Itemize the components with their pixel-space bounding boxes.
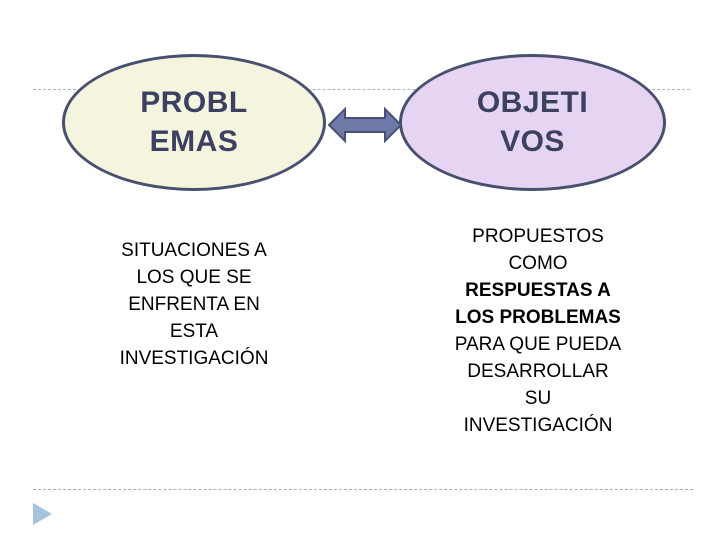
caption-line: INVESTIGACIÓN [119, 347, 269, 369]
caption-line: LOS QUE SE [136, 266, 252, 288]
caption-line: ENFRENTA EN [128, 293, 260, 315]
play-triangle-icon [33, 503, 52, 525]
caption-line: SU [524, 387, 552, 409]
node-objetivos-label: OBJETI VOS [476, 86, 589, 158]
node-problemas[interactable]: PROBL EMAS [62, 54, 326, 191]
caption-line: DESARROLLAR [467, 360, 609, 382]
caption-line: PARA QUE PUEDA [454, 333, 622, 355]
caption-objetivos: PROPUESTOS COMO RESPUESTAS A LOS PROBLEM… [398, 224, 678, 440]
double-headed-arrow-icon [328, 106, 402, 144]
caption-problemas: SITUACIONES A LOS QUE SE ENFRENTA EN EST… [88, 238, 300, 373]
decorative-dashed-rule-top [33, 89, 690, 90]
caption-line: LOS PROBLEMAS [455, 306, 621, 328]
caption-line: RESPUESTAS A [465, 279, 611, 301]
caption-line: COMO [508, 252, 568, 274]
caption-line: PROPUESTOS [472, 226, 604, 247]
node-problemas-label: PROBL EMAS [140, 86, 248, 158]
caption-line: INVESTIGACIÓN [463, 414, 613, 436]
caption-line: SITUACIONES A [121, 240, 267, 261]
caption-line: ESTA [169, 320, 219, 342]
node-objetivos[interactable]: OBJETI VOS [399, 54, 666, 191]
decorative-dashed-rule-bottom [33, 489, 693, 490]
